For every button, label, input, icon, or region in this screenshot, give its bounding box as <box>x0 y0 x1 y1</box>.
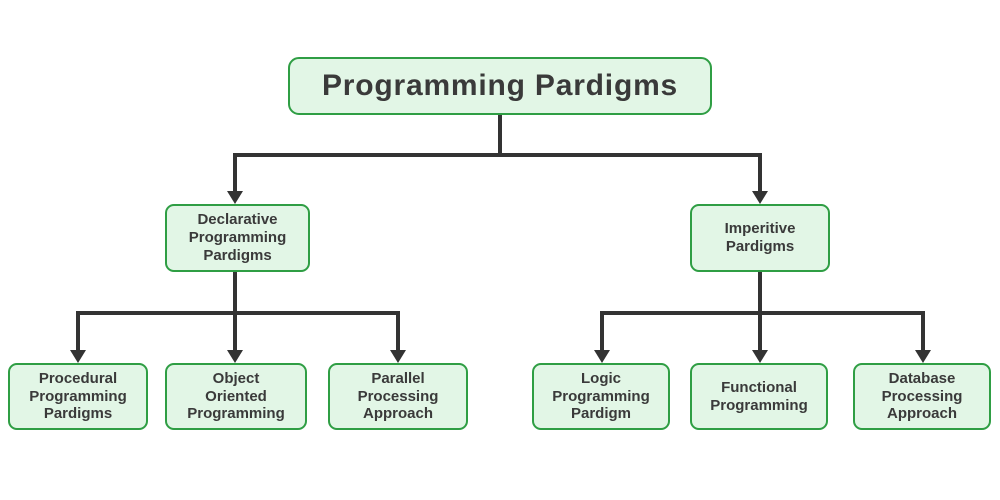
node-database-processing-approach: Database Processing Approach <box>853 363 991 430</box>
connector-imperitive-stem <box>758 272 762 350</box>
node-imperitive-pardigms: Imperitive Pardigms <box>690 204 830 272</box>
node-label-line: Oriented <box>205 387 267 405</box>
arrow-to-parallel-icon <box>390 350 406 363</box>
node-label-line: Imperitive <box>724 220 796 238</box>
node-label-line: Logic <box>581 369 621 387</box>
node-programming-pardigms: Programming Pardigms <box>288 57 712 115</box>
node-label-line: Database <box>888 369 956 387</box>
arrow-to-functional-icon <box>752 350 768 363</box>
connector-to-database <box>921 311 925 350</box>
connector-declarative-stem <box>233 272 237 350</box>
connector-to-logic <box>600 311 604 350</box>
node-functional-programming: Functional Programming <box>690 363 828 430</box>
node-label-line: Pardigm <box>570 405 631 423</box>
connector-to-imperitive <box>758 153 762 191</box>
node-procedural-programming-pardigms: Procedural Programming Pardigms <box>8 363 148 430</box>
arrow-to-object-oriented-icon <box>227 350 243 363</box>
node-label-line: Pardigms <box>43 405 113 423</box>
arrow-to-declarative-icon <box>227 191 243 204</box>
arrow-to-procedural-icon <box>70 350 86 363</box>
connector-to-declarative <box>233 153 237 191</box>
node-label-line: Programming <box>187 405 285 423</box>
node-label-line: Procedural <box>38 369 118 387</box>
connector-to-procedural <box>76 311 80 350</box>
node-label-line: Object <box>212 369 260 387</box>
node-object-oriented-programming: Object Oriented Programming <box>165 363 307 430</box>
connector-root-stem <box>498 115 502 157</box>
arrow-to-database-icon <box>915 350 931 363</box>
node-label-line: Programming <box>188 229 287 247</box>
node-label-line: Programming <box>710 396 808 414</box>
node-declarative-programming-pardigms: Declarative Programming Pardigms <box>165 204 310 272</box>
connector-imperitive-hline <box>600 311 925 315</box>
node-label-line: Processing <box>357 387 439 405</box>
arrow-to-imperitive-icon <box>752 191 768 204</box>
connector-declarative-hline <box>76 311 400 315</box>
node-label-line: Parallel <box>371 369 425 387</box>
connector-level1-hline <box>233 153 762 157</box>
node-label-line: Approach <box>362 405 433 423</box>
node-label-line: Declarative <box>197 211 278 229</box>
node-logic-programming-pardigm: Logic Programming Pardigm <box>532 363 670 430</box>
arrow-to-logic-icon <box>594 350 610 363</box>
node-label-line: Pardigms <box>725 238 795 255</box>
node-label-line: Pardigms <box>203 246 272 264</box>
node-label-line: Programming <box>29 387 127 405</box>
node-label-line: Processing <box>881 387 963 405</box>
node-label-line: Functional <box>721 378 797 396</box>
node-label-line: Approach <box>886 405 957 423</box>
node-parallel-processing-approach: Parallel Processing Approach <box>328 363 468 430</box>
node-label-line: Programming <box>552 387 650 405</box>
connector-to-parallel <box>396 311 400 350</box>
node-label-line: Programming Pardigms <box>321 69 679 102</box>
